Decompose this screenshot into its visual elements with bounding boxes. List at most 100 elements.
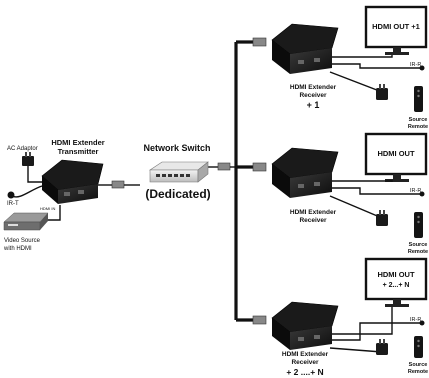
remote-button [417, 344, 420, 348]
switch-port [168, 174, 172, 177]
ir-r-wire-1 [332, 63, 422, 69]
adaptor-prong [379, 339, 381, 344]
monitor-base [385, 304, 409, 307]
receiver-unit-1 [271, 23, 339, 74]
receiver-port [298, 337, 304, 341]
video-source-side [40, 213, 48, 230]
remote-body [414, 212, 423, 238]
monitor-neck [393, 299, 401, 304]
switch-side [197, 161, 209, 183]
ir-r-wire-2 [332, 187, 422, 195]
switch-port [186, 174, 190, 177]
monitor-base [385, 52, 409, 55]
ir-r-label-1: IR-R [410, 62, 421, 68]
monitor-1 [364, 5, 428, 55]
adaptor-prong [379, 84, 381, 89]
remote-button [417, 215, 420, 219]
transmitter-side [42, 176, 58, 204]
switch-port [156, 174, 160, 177]
remote-2 [414, 212, 423, 238]
monitor-2 [364, 132, 428, 182]
monitor-text-2: HDMI OUT [377, 149, 414, 158]
monitor-text-3b: + 2...+ N [383, 282, 410, 289]
ac-adaptor-prong [25, 152, 27, 157]
rj45-plug-1 [252, 37, 267, 47]
monitor-base [385, 179, 409, 182]
ir-r-sensor-3 [419, 320, 425, 326]
ir-r-label-3: IR-R [410, 317, 421, 323]
adaptor-prong [383, 84, 385, 89]
ir-r-label-2: IR-R [410, 188, 421, 194]
receiver-label-1b: Receiver [299, 92, 327, 99]
receiver-group-1: HDMI OUT +1 IR-R Source Remote HDMI Exte… [271, 5, 428, 130]
video-source-label-2: with HDMI [3, 246, 32, 252]
monitor-screen [364, 257, 428, 301]
remote-button [417, 220, 420, 224]
adaptor-prong [383, 339, 385, 344]
receiver-port [314, 182, 320, 186]
video-source-slot [8, 224, 18, 226]
receiver-front [290, 48, 332, 74]
ac-adaptor-label: AC Adaptor [7, 146, 38, 152]
receiver-label-3c: + 2 ....+ N [286, 367, 323, 377]
receiver-front [290, 172, 332, 198]
remote-button [417, 339, 420, 343]
adaptor-prong [379, 210, 381, 215]
ac-adaptor-2 [376, 210, 388, 226]
monitor-neck [393, 174, 401, 179]
receiver-port [298, 60, 304, 64]
receiver-front [290, 326, 332, 350]
receiver-port [298, 184, 304, 188]
monitor-neck [393, 47, 401, 52]
power-wire-2 [329, 195, 383, 219]
switch-subtitle: (Dedicated) [145, 187, 210, 201]
video-source-label-1: Video Source [4, 238, 41, 244]
ac-adaptor-left [22, 152, 34, 166]
network-switch [149, 161, 209, 183]
remote-1 [414, 86, 423, 112]
receiver-side [272, 40, 290, 74]
ir-t-sensor [7, 191, 15, 199]
adaptor-body [376, 214, 388, 226]
remote-button [417, 89, 420, 93]
receiver-label-3b: Receiver [291, 359, 319, 366]
receiver-label-1c: + 1 [307, 100, 320, 110]
receiver-side [272, 318, 290, 350]
adaptor-body [376, 343, 388, 355]
ac-adaptor-body [22, 156, 34, 166]
receiver-port [314, 58, 320, 62]
hdmi-out-wire-3 [332, 307, 393, 335]
ir-r-wire-3 [332, 322, 422, 341]
receiver-unit-3 [271, 301, 339, 350]
switch-port [180, 174, 184, 177]
remote-label-1a: Source [409, 117, 428, 123]
ir-r-sensor-1 [419, 65, 425, 71]
rj45-plug-2 [252, 162, 267, 172]
transmitter-port-2 [78, 190, 84, 194]
adaptor-prong [383, 210, 385, 215]
rj45-plug-3 [252, 315, 267, 325]
ac-cable-tx [27, 162, 42, 183]
adaptor-body [376, 88, 388, 100]
ir-t-cable [11, 185, 43, 198]
remote-label-3a: Source [409, 362, 428, 368]
monitor-text-3a: HDMI OUT [377, 270, 414, 279]
power-wire-1 [329, 71, 383, 93]
switch-title: Network Switch [143, 143, 210, 153]
monitor-screen [364, 132, 428, 176]
power-wire-3 [329, 347, 383, 353]
switch-port [162, 174, 166, 177]
video-source-device [3, 212, 49, 231]
monitor-3 [364, 257, 428, 307]
receiver-port [314, 335, 320, 339]
receiver-group-2: HDMI OUT IR-R Source Remote HDMI Extende… [271, 132, 428, 255]
receiver-unit-2 [271, 147, 339, 198]
transmitter-title-2: Transmitter [58, 147, 99, 156]
remote-label-2b: Remote [408, 249, 428, 255]
remote-label-3b: Remote [408, 369, 428, 375]
receiver-top [271, 301, 339, 333]
rj45-plug-sw [217, 162, 231, 171]
receiver-group-3: HDMI OUT + 2...+ N IR-R Source Remote HD… [271, 257, 428, 377]
remote-body [414, 86, 423, 112]
remote-label-2a: Source [409, 242, 428, 248]
